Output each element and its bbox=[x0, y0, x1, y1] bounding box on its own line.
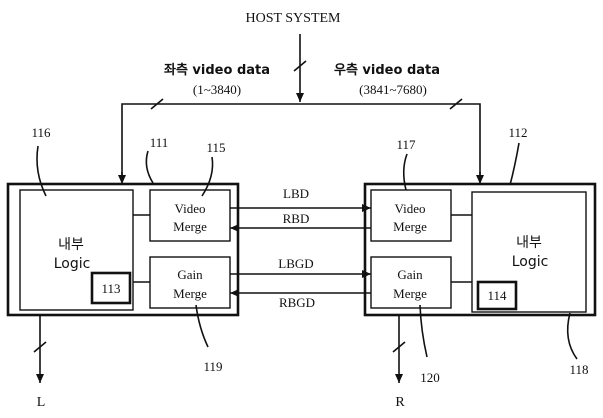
left-logic-label-en: Logic bbox=[54, 256, 91, 272]
right-video-merge-line1: Video bbox=[395, 201, 426, 216]
left-logic-ref-label: 113 bbox=[101, 281, 120, 296]
right-video-merge-line2: Merge bbox=[393, 219, 427, 234]
right-data-range: (3841~7680) bbox=[359, 82, 427, 97]
ref-120: 120 bbox=[420, 370, 440, 385]
host-system-label: HOST SYSTEM bbox=[245, 11, 341, 26]
lbgd-label: LBGD bbox=[278, 256, 313, 271]
left-unit: 내부 Logic 113 Video Merge Gain Merge bbox=[8, 184, 238, 315]
left-video-merge-line1: Video bbox=[175, 201, 206, 216]
ref-117: 117 bbox=[396, 137, 416, 152]
left-data-title: 좌측 video data bbox=[164, 62, 270, 78]
host-bus bbox=[122, 34, 480, 184]
right-gain-merge-line2: Merge bbox=[393, 286, 427, 301]
rbd-label: RBD bbox=[283, 211, 310, 226]
left-video-merge-line2: Merge bbox=[173, 219, 207, 234]
left-gain-merge-line1: Gain bbox=[177, 267, 203, 282]
ref-115: 115 bbox=[206, 140, 225, 155]
right-logic-label-en: Logic bbox=[512, 254, 549, 270]
ref-111: 111 bbox=[150, 135, 169, 150]
right-unit: 내부 Logic 114 Video Merge Gain Merge bbox=[365, 184, 595, 315]
right-data-title: 우측 video data bbox=[334, 62, 440, 78]
left-logic-label-ko: 내부 bbox=[58, 237, 84, 253]
left-output-label: L bbox=[37, 395, 46, 410]
rbgd-label: RBGD bbox=[279, 295, 315, 310]
ref-112: 112 bbox=[508, 125, 527, 140]
ref-119: 119 bbox=[203, 359, 222, 374]
left-data-range: (1~3840) bbox=[193, 82, 241, 97]
lbd-label: LBD bbox=[283, 186, 309, 201]
left-gain-merge-line2: Merge bbox=[173, 286, 207, 301]
right-logic-label-ko: 내부 bbox=[516, 235, 542, 251]
ref-116: 116 bbox=[31, 125, 51, 140]
right-gain-merge-line1: Gain bbox=[397, 267, 423, 282]
right-output-label: R bbox=[395, 395, 405, 410]
right-logic-ref-label: 114 bbox=[487, 288, 507, 303]
ref-118: 118 bbox=[569, 362, 588, 377]
